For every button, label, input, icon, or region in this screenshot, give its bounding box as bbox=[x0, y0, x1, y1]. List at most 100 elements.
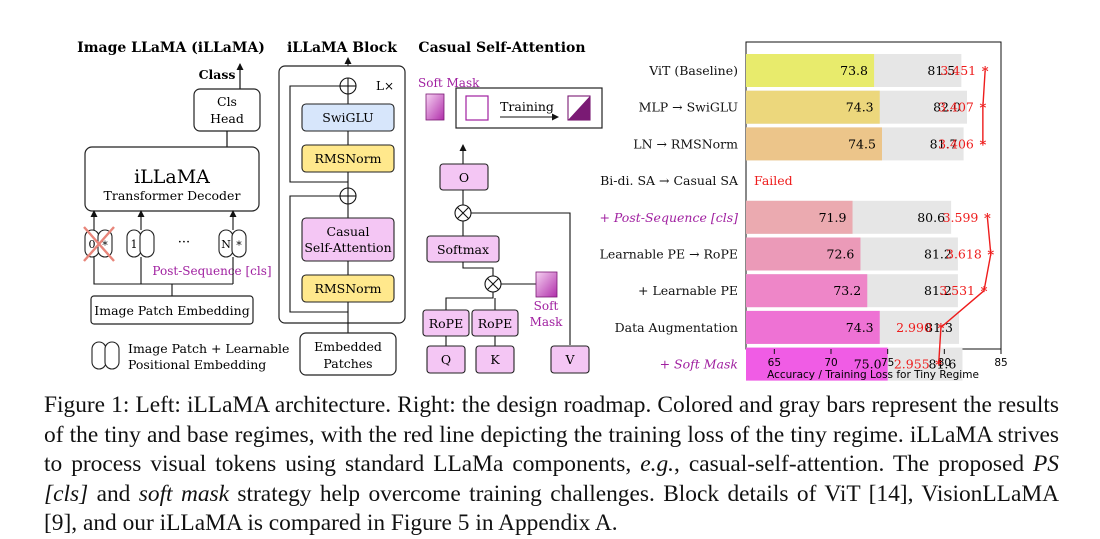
caption-part4: strategy help overcome training challeng… bbox=[44, 480, 1060, 537]
token-n: N * bbox=[218, 210, 247, 258]
attention-panel: Casual Self-Attention Soft Mask Training… bbox=[418, 40, 603, 374]
tiny-bar bbox=[746, 274, 868, 308]
v-path bbox=[471, 212, 571, 345]
post-sequence-label: Post-Sequence [cls] bbox=[152, 264, 271, 278]
residual-skip-bottom bbox=[289, 195, 348, 313]
mask-end-icon bbox=[567, 95, 591, 121]
loss-value-label: 3.451 bbox=[940, 63, 976, 78]
token-0-label: 0 bbox=[89, 238, 96, 251]
chart-x-label: Accuracy / Training Loss for Tiny Regime bbox=[767, 369, 979, 381]
block-panel: iLLaMA Block L× SwiGLU RMSNorm Casual Se… bbox=[278, 40, 406, 376]
token-1: 1 bbox=[126, 210, 155, 258]
tiny-bar bbox=[746, 127, 882, 161]
block-repeat: L× bbox=[376, 79, 394, 93]
attention-title: Casual Self-Attention bbox=[418, 40, 585, 56]
tiny-value-label: 73.8 bbox=[840, 63, 868, 78]
cls-head-line1: Cls bbox=[217, 94, 237, 109]
softmax-label: Softmax bbox=[437, 242, 489, 257]
loss-value-label: 3.406 bbox=[938, 136, 974, 151]
base-value-label: 81.6 bbox=[929, 357, 957, 372]
category-label: LN → RMSNorm bbox=[633, 136, 738, 151]
tiny-bar bbox=[746, 347, 888, 381]
base-value-label: 82.0 bbox=[933, 100, 961, 115]
soft-mask-title: Soft Mask bbox=[418, 76, 480, 90]
x-tick-label: 70 bbox=[824, 357, 837, 369]
patch-embedding-box bbox=[90, 295, 254, 325]
cls-head-line2: Head bbox=[210, 111, 244, 126]
decoder-subtitle: Transformer Decoder bbox=[104, 188, 241, 203]
category-label: + Learnable PE bbox=[638, 283, 738, 298]
figure-1: Image LLaMA (iLLaMA) Class Cls Head iLLa… bbox=[77, 40, 1008, 381]
tiny-value-label: 74.5 bbox=[848, 136, 876, 151]
base-value-label: 81.7 bbox=[930, 136, 958, 151]
tiny-bar bbox=[746, 237, 861, 271]
q-label: Q bbox=[441, 352, 451, 367]
base-value-label: 81.2 bbox=[924, 283, 952, 298]
loss-value-label: 2.955 bbox=[894, 357, 930, 372]
tiny-value-label: 74.3 bbox=[846, 100, 874, 115]
tiny-bar bbox=[746, 54, 875, 87]
base-value-label: 80.6 bbox=[917, 210, 945, 225]
attention-line1: Casual bbox=[327, 224, 370, 239]
category-label: Bi-di. SA → Casual SA bbox=[600, 173, 739, 188]
training-label: Training bbox=[500, 99, 554, 114]
tiny-value-label: 73.2 bbox=[833, 283, 861, 298]
soft-mask-side-swatch bbox=[535, 271, 558, 298]
loss-marker: * bbox=[938, 321, 945, 336]
soft-mask-swatch bbox=[425, 93, 445, 121]
loss-value-label: 3.531 bbox=[939, 283, 975, 298]
caption-sm: soft mask bbox=[138, 480, 230, 507]
training-loss-line: 3.4513.4073.4063.5993.6183.5312.9902.955… bbox=[894, 63, 995, 373]
failed-label: Failed bbox=[754, 173, 793, 188]
embedded-patches-box bbox=[299, 332, 397, 376]
base-value-label: 81.2 bbox=[924, 247, 952, 262]
category-label: Data Augmentation bbox=[615, 320, 738, 335]
loss-value-label: 3.618 bbox=[946, 247, 982, 262]
soft-mask-side-line2: Mask bbox=[530, 315, 564, 329]
tiny-value-label: 72.6 bbox=[827, 247, 855, 262]
loss-line-segment-1 bbox=[982, 70, 986, 144]
loss-value-label: 3.599 bbox=[943, 210, 979, 225]
token-0-star: * bbox=[102, 239, 108, 252]
loss-marker: * bbox=[981, 285, 988, 300]
loss-marker: * bbox=[984, 211, 991, 226]
block-title: iLLaMA Block bbox=[287, 40, 397, 56]
category-label: + Soft Mask bbox=[660, 357, 738, 372]
attention-line2: Self-Attention bbox=[304, 240, 391, 255]
token-n-star: * bbox=[236, 239, 242, 252]
loss-line-segment-2 bbox=[937, 217, 992, 365]
q-box bbox=[426, 345, 466, 374]
caption-eg: e.g. bbox=[640, 451, 674, 477]
category-label: + Post-Sequence [cls] bbox=[599, 210, 738, 225]
o-label: O bbox=[459, 170, 469, 185]
token-ellipsis: ··· bbox=[178, 235, 190, 250]
tiny-bar bbox=[746, 310, 880, 344]
embedding-bus bbox=[93, 257, 233, 285]
loss-marker: * bbox=[979, 101, 986, 116]
tiny-value-label: 71.9 bbox=[819, 210, 847, 225]
embedded-line2: Patches bbox=[323, 356, 372, 371]
residual-skip-top bbox=[289, 85, 348, 183]
loss-marker: * bbox=[935, 358, 942, 373]
token-1-label: 1 bbox=[131, 238, 138, 251]
arch-title: Image LLaMA (iLLaMA) bbox=[77, 40, 265, 56]
soft-mask-side-line1: Soft bbox=[534, 299, 559, 313]
v-box bbox=[550, 345, 590, 374]
rmsnorm-bottom-label: RMSNorm bbox=[314, 281, 381, 296]
legend-line1: Image Patch + Learnable bbox=[128, 341, 289, 356]
x-tick-label: 75 bbox=[881, 357, 894, 369]
tiny-value-label: 75.0 bbox=[854, 357, 882, 372]
legend-token-icon bbox=[91, 341, 120, 370]
caption-part1: Figure 1: Left: iLLaMA architecture. Rig… bbox=[44, 392, 1059, 477]
loss-value-label: 2.990 bbox=[896, 320, 932, 335]
rope-q-label: RoPE bbox=[429, 316, 463, 331]
caption-ps: PS [cls] bbox=[44, 451, 1059, 507]
loss-marker: * bbox=[979, 138, 986, 153]
tiny-bar bbox=[746, 90, 880, 124]
x-tick-label: 85 bbox=[994, 357, 1007, 369]
x-tick-label: 80 bbox=[938, 357, 951, 369]
embedded-line1: Embedded bbox=[314, 339, 382, 354]
legend-line2: Positional Embedding bbox=[128, 357, 266, 372]
k-label: K bbox=[490, 352, 500, 367]
